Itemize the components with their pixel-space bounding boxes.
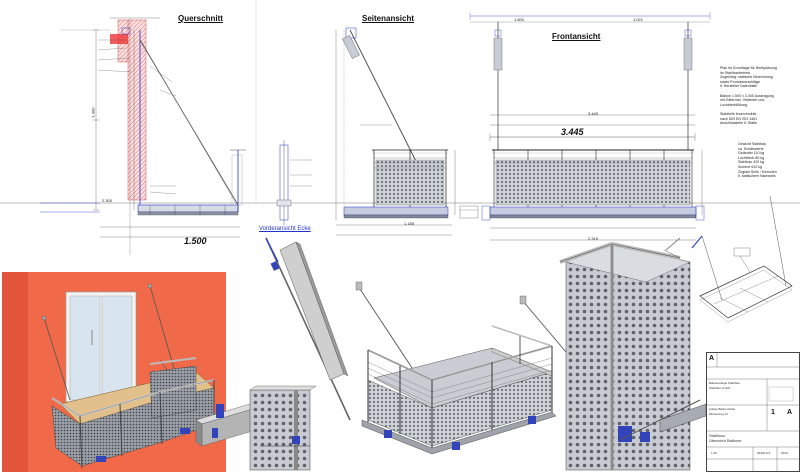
dim-1600: 1.600 — [514, 17, 525, 22]
tb-rev: A — [787, 409, 793, 416]
dim-1185: 1.185 — [404, 221, 415, 226]
tb-project: Balkonanlage Stahlbau — [709, 381, 740, 385]
tb-sheet-no: 1 — [771, 409, 775, 416]
dim-3445b: 3.445 — [588, 111, 599, 116]
perspective-wall-balcony — [2, 272, 250, 472]
tb-title2: Übersicht Balkone — [709, 438, 742, 443]
perspective-balcony-main — [355, 281, 589, 455]
title-block: A Balkonanlage Stahlbau Stahlbau GmbH An… — [706, 352, 800, 472]
view-title-frontansicht: Frontansicht — [552, 32, 601, 41]
perspective-beam-detail — [195, 385, 317, 471]
dim-2315: 2.315 — [588, 236, 599, 241]
connection-detail — [276, 140, 312, 225]
front-view — [469, 12, 711, 241]
title-block-grid — [707, 353, 799, 471]
dim-width: 3.445 — [561, 127, 584, 137]
tb-title1: Stahlbau — [709, 433, 725, 438]
cross-section-view — [40, 17, 246, 255]
front-spec-note-2: Stahlteile feuerverzinkt nach DIN EN ISO… — [720, 112, 758, 126]
material-note: Gewicht Stahlbau ca. Schätzwerte Gelände… — [738, 142, 777, 179]
tb-date: 2024 — [781, 451, 788, 455]
view-title-querschnitt: Querschnitt — [178, 14, 223, 23]
view-title-seitenansicht: Seitenansicht — [362, 14, 415, 23]
front-spec-note: Plan ist Grundlage für Werkplanung im St… — [720, 66, 777, 107]
view-title-vorderansicht-ecke: Vorderansicht Ecke — [259, 226, 311, 232]
tb-object: Anbau Balkon Ecke — [709, 407, 736, 411]
tb-client: Stahlbau GmbH — [709, 386, 731, 390]
side-view — [335, 27, 479, 236]
dim-2300: 2.300 — [102, 198, 113, 203]
dim-1000: 1.000 — [90, 107, 96, 118]
dim-depth: 1.500 — [184, 236, 207, 246]
perspective-rod-detail — [265, 237, 351, 421]
dim-1021: 1.021 — [633, 17, 644, 22]
tb-scale: 1:25 — [711, 451, 717, 455]
perspective-corner-detail — [559, 237, 707, 471]
perspective-frame — [691, 195, 793, 323]
tb-drawing-no: 00322-P4 — [757, 451, 771, 455]
tb-street: Musterweg 12 — [709, 412, 728, 416]
tb-index: A — [709, 355, 715, 362]
